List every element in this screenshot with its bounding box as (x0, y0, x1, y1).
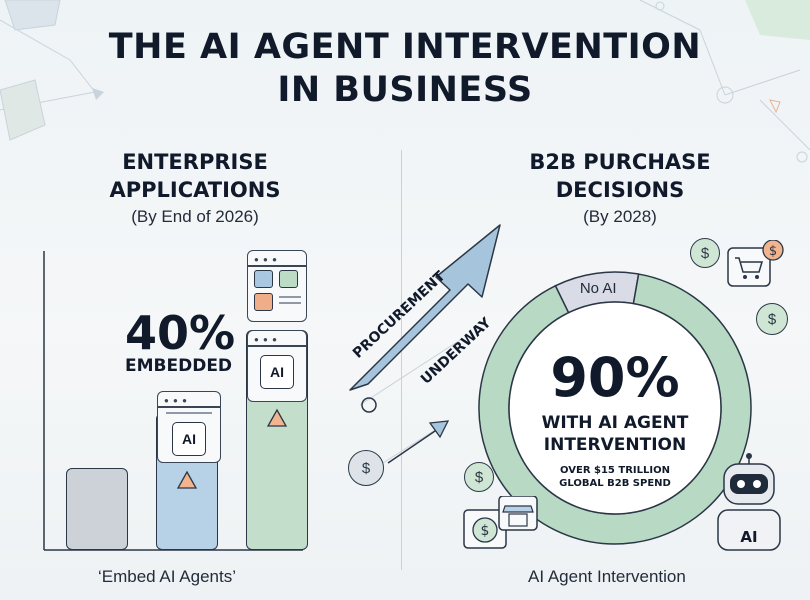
right-big-percentage-label: WITH AI AGENT INTERVENTION (520, 412, 710, 456)
right-label-line-1: WITH AI AGENT (541, 413, 689, 433)
title-line-2: IN BUSINESS (277, 70, 533, 110)
ai-chip-icon: AI (260, 355, 294, 389)
donut-label-no-ai: No AI (580, 280, 617, 297)
ai-chip-icon: AI (172, 422, 206, 456)
left-section-heading: ENTERPRISE APPLICATIONS (90, 148, 300, 204)
right-heading-line-1: B2B PURCHASE (529, 150, 711, 174)
donut-center (508, 301, 722, 515)
robot-icon (717, 453, 781, 551)
app-window-card-tall: ● ● ● AI (247, 330, 307, 402)
shopping-cart-icon: $ (727, 240, 784, 287)
right-small-line-2: GLOBAL B2B SPEND (559, 478, 671, 489)
growth-arrow-icon (349, 224, 501, 391)
left-big-percentage: 40% (125, 306, 236, 360)
storefront-icon: $ (463, 496, 538, 549)
right-small-line-1: OVER $15 TRILLION (560, 465, 670, 476)
right-bottom-label: AI Agent Intervention (528, 567, 686, 586)
right-big-percentage: 90% (550, 346, 680, 409)
dollar-coin-icon: $ (348, 450, 384, 486)
right-section-heading: B2B PURCHASE DECISIONS (500, 148, 740, 204)
robot-label: AI (740, 528, 758, 546)
left-heading-line-1: ENTERPRISE (122, 150, 268, 174)
left-section-subheading: (By End of 2026) (131, 207, 259, 226)
left-big-percentage-label: EMBEDDED (125, 356, 233, 376)
small-arrow-icon (387, 420, 450, 464)
svg-text:$: $ (769, 244, 777, 259)
right-heading-line-2: DECISIONS (555, 178, 685, 202)
section-divider (401, 150, 402, 570)
dollar-coin-icon: $ (756, 303, 788, 335)
right-section-subheading: (By 2028) (583, 207, 657, 226)
warning-triangle-icon (176, 470, 198, 489)
app-window-card-top: ● ● ● (247, 250, 307, 322)
page-title: THE AI AGENT INTERVENTION IN BUSINESS (0, 26, 810, 112)
svg-text:$: $ (481, 523, 490, 539)
dollar-coin-icon: $ (690, 238, 720, 268)
right-label-line-2: INTERVENTION (543, 435, 687, 455)
title-line-1: THE AI AGENT INTERVENTION (108, 27, 702, 67)
right-small-label: OVER $15 TRILLION GLOBAL B2B SPEND (530, 464, 700, 490)
donut-chart: No AI (478, 271, 752, 545)
dollar-coin-icon: $ (464, 462, 494, 492)
bar-chart-axes (43, 251, 303, 551)
left-bottom-label: ‘Embed AI Agents’ (98, 567, 236, 586)
left-heading-line-2: APPLICATIONS (109, 178, 281, 202)
warning-triangle-icon (266, 408, 288, 427)
app-window-card-middle: ● ● ● AI (157, 391, 221, 463)
